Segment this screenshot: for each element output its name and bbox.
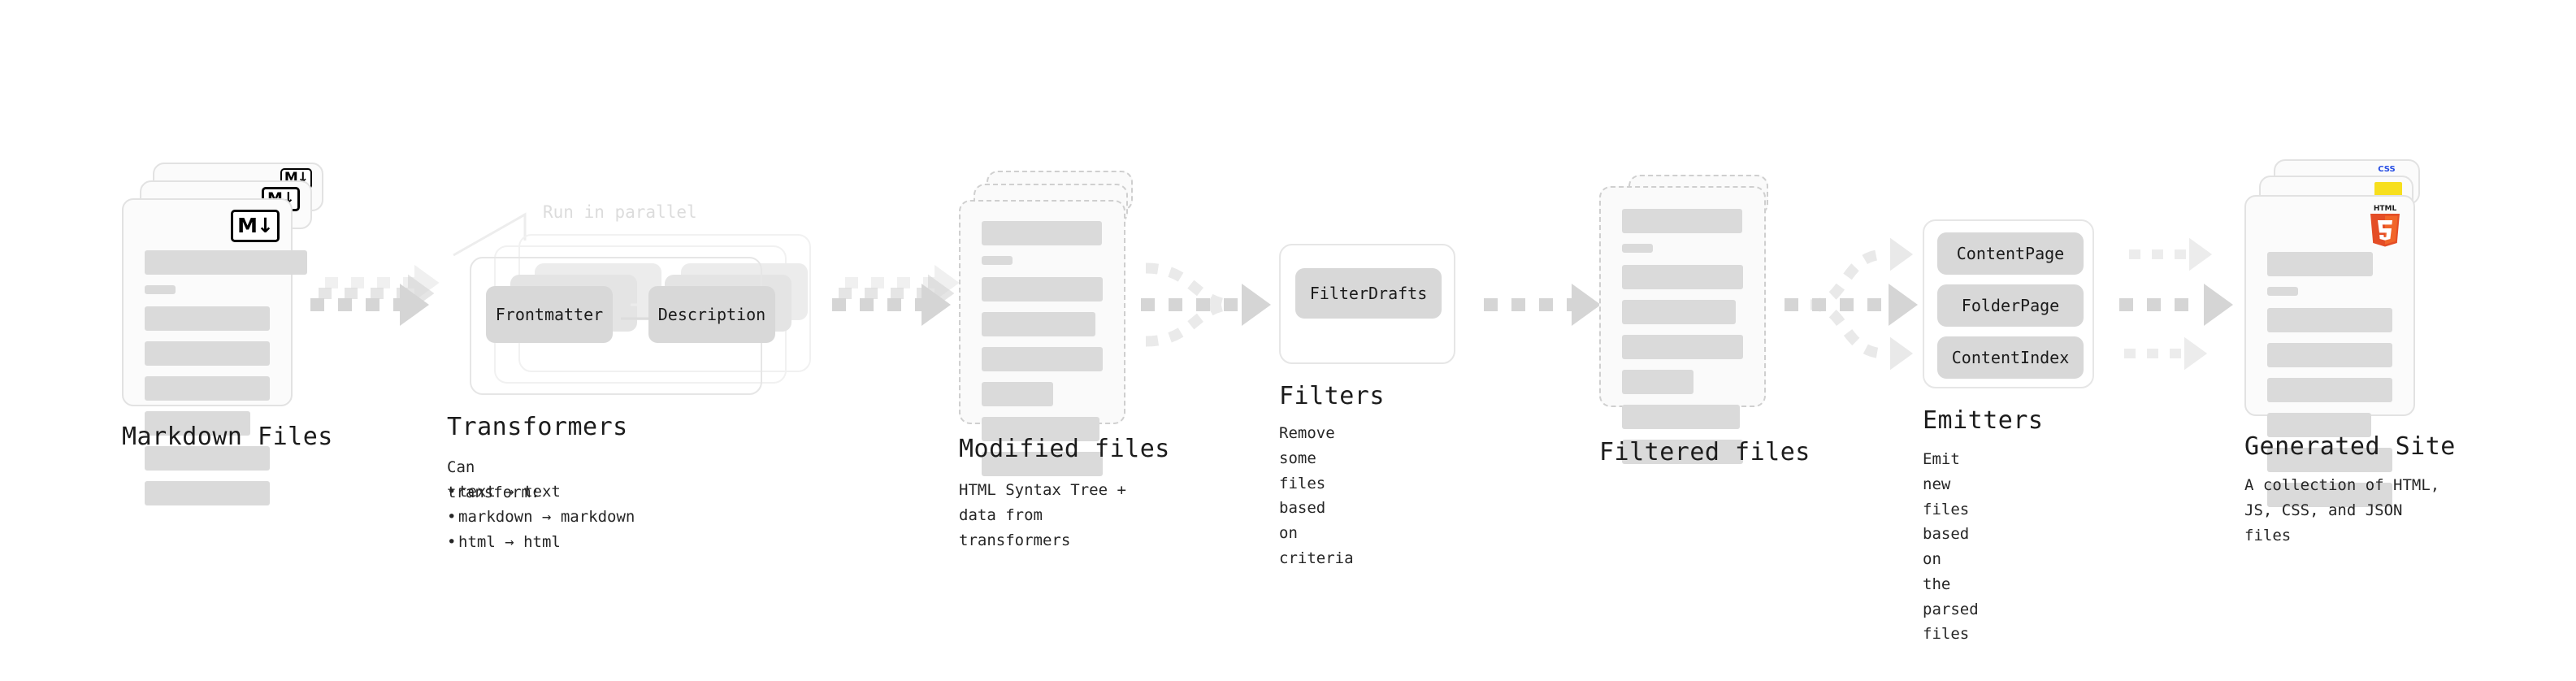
skeleton-row: [1622, 244, 1653, 253]
filters-desc: Remove some files based on criteria: [1279, 424, 1354, 567]
emitter-chip-contentpage[interactable]: ContentPage: [1937, 232, 2084, 275]
bullet-icon: •: [447, 483, 457, 501]
emitter-chip-contentindex[interactable]: ContentIndex: [1937, 336, 2084, 379]
skeleton-row: [2267, 308, 2392, 332]
modified-files-desc: HTML Syntax Tree + data from transformer…: [959, 481, 1126, 549]
css-badge-label: CSS: [2378, 165, 2396, 174]
list-item-label: markdown → markdown: [458, 507, 635, 526]
markdown-badge: M↓: [231, 210, 280, 242]
skeleton-row: [1622, 265, 1743, 289]
skeleton-row: [2267, 343, 2392, 367]
stage-generated-site: CSS HTML: [2244, 159, 2456, 544]
skeleton-row: [2267, 252, 2373, 276]
emitters-title: Emitters: [1923, 406, 2044, 435]
skeleton-row: [145, 250, 307, 275]
list-item: •markdown → markdown: [447, 505, 635, 530]
skeleton-row: [145, 306, 270, 331]
skeleton-row: [145, 411, 250, 436]
markdown-skeleton-rows: [145, 250, 307, 516]
emitters-group: ContentPage FolderPage ContentIndex: [1923, 219, 2094, 388]
html5-badge: HTML: [2366, 203, 2404, 247]
emitter-chip-folderpage[interactable]: FolderPage: [1937, 284, 2084, 327]
markdown-file-stack: M↓ M↓ M↓: [122, 163, 325, 505]
stage-modified-files: Modified files HTML Syntax Tree + data f…: [959, 171, 1169, 549]
arrow-filtered-to-emitters: [1785, 237, 1918, 371]
modified-skeleton-rows: [982, 221, 1103, 487]
filters-group: FilterDrafts: [1279, 244, 1455, 364]
skeleton-row: [1622, 370, 1693, 394]
skeleton-row: [982, 382, 1053, 406]
skeleton-row: [2267, 378, 2392, 402]
filtered-skeleton-rows: [1622, 209, 1743, 475]
skeleton-row: [1622, 209, 1742, 233]
skeleton-row: [982, 417, 1099, 441]
run-in-parallel-callout-line: [453, 212, 527, 257]
transformer-chip-description[interactable]: Description: [648, 286, 775, 343]
arrow-emitters-to-site: [2119, 237, 2233, 371]
skeleton-row: [145, 376, 270, 401]
skeleton-row: [982, 312, 1095, 336]
skeleton-row: [145, 481, 270, 505]
generated-site-title: Generated Site: [2244, 432, 2456, 461]
filtered-file-stack: [1599, 175, 1802, 464]
bullet-icon: •: [447, 507, 457, 526]
emitters-desc: Emit new files based on the parsed files: [1923, 450, 1979, 644]
list-item-label: text → text: [458, 483, 561, 501]
skeleton-row: [982, 452, 1103, 476]
skeleton-row: [982, 347, 1103, 371]
stage-markdown-files: M↓ M↓ M↓ Markdown Files: [122, 163, 332, 505]
modified-file-stack: [959, 171, 1162, 476]
svg-text:HTML: HTML: [2374, 205, 2397, 213]
arrow-markdown-to-transformers: [310, 264, 440, 326]
filtered-files-title: Filtered files: [1599, 438, 1811, 466]
filters-title: Filters: [1279, 382, 1385, 410]
site-skeleton-rows: [2267, 252, 2392, 518]
skeleton-row: [982, 277, 1103, 301]
skeleton-row: [1622, 335, 1743, 359]
filtered-card-front: [1599, 186, 1766, 464]
skeleton-row: [2267, 287, 2298, 296]
arrow-filters-to-filtered: [1484, 284, 1601, 326]
generated-site-stack: CSS HTML: [2244, 159, 2456, 507]
skeleton-row: [1622, 300, 1736, 324]
skeleton-row: [145, 446, 270, 471]
list-item: •text → text: [447, 479, 635, 505]
skeleton-row: [1622, 440, 1743, 464]
stage-filtered-files: Filtered files: [1599, 175, 1810, 466]
generated-site-desc: A collection of HTML, JS, CSS, and JSON …: [2244, 476, 2440, 544]
transformers-list: •text → text •markdown → markdown •html …: [447, 479, 635, 554]
skeleton-row: [1622, 405, 1740, 429]
markdown-card-front: M↓: [122, 198, 307, 505]
skeleton-row: [145, 285, 176, 294]
transformers-desc: Can transform:: [447, 458, 540, 501]
skeleton-row: [2267, 413, 2371, 437]
bullet-icon: •: [447, 532, 457, 551]
modified-files-title: Modified files: [959, 435, 1170, 463]
skeleton-row: [2267, 448, 2392, 472]
site-card-front: HTML: [2244, 195, 2415, 507]
transformer-chip-frontmatter[interactable]: Frontmatter: [486, 286, 613, 343]
list-item-label: html → html: [458, 532, 561, 551]
run-in-parallel-label: Run in parallel: [543, 202, 697, 222]
list-item: •html → html: [447, 530, 635, 555]
skeleton-row: [2267, 483, 2392, 507]
filter-chip-filterdrafts[interactable]: FilterDrafts: [1295, 268, 1442, 319]
skeleton-row: [145, 341, 270, 366]
markdown-files-title: Markdown Files: [122, 423, 333, 451]
skeleton-row: [982, 221, 1102, 245]
arrow-modified-to-filters: [1141, 262, 1271, 347]
modified-card-front: [959, 200, 1125, 476]
skeleton-row: [982, 256, 1013, 265]
html5-badge-icon: HTML: [2370, 205, 2400, 247]
transformers-title: Transformers: [447, 413, 628, 441]
